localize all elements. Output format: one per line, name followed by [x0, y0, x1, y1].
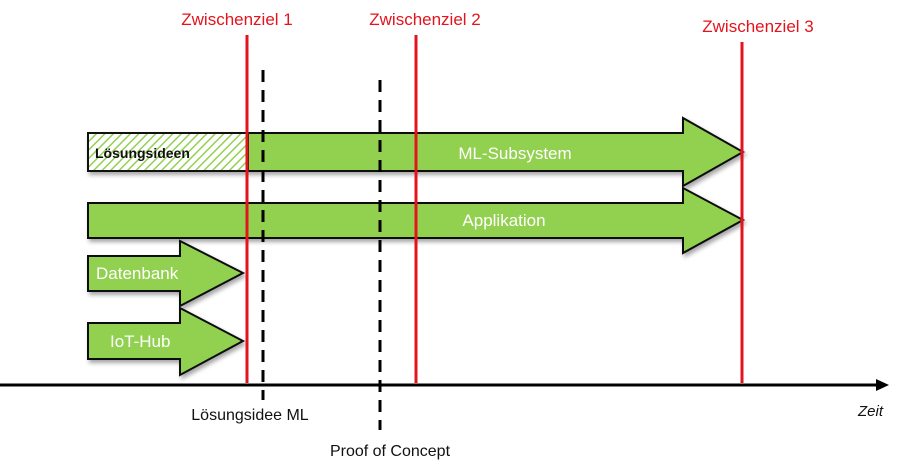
time-axis — [0, 379, 889, 391]
iot-hub-label: IoT-Hub — [110, 332, 170, 351]
milestone-label-2: Zwischenziel 2 — [369, 10, 481, 29]
loesungsidee-ml-label: Lösungsidee ML — [191, 407, 309, 424]
ml-subsystem-label: ML-Subsystem — [458, 144, 571, 163]
time-axis-label: Zeit — [857, 403, 884, 420]
milestone-label-3: Zwischenziel 3 — [702, 17, 814, 36]
datenbank-arrow: Datenbank — [87, 239, 246, 308]
applikation-label: Applikation — [462, 211, 545, 230]
iot-hub-arrow: IoT-Hub — [87, 306, 246, 377]
datenbank-label: Datenbank — [96, 264, 179, 283]
proof-of-concept-label: Proof of Concept — [330, 443, 451, 460]
milestone-label-1: Zwischenziel 1 — [181, 10, 293, 29]
loesungsideen-label: Lösungsideen — [95, 145, 190, 161]
